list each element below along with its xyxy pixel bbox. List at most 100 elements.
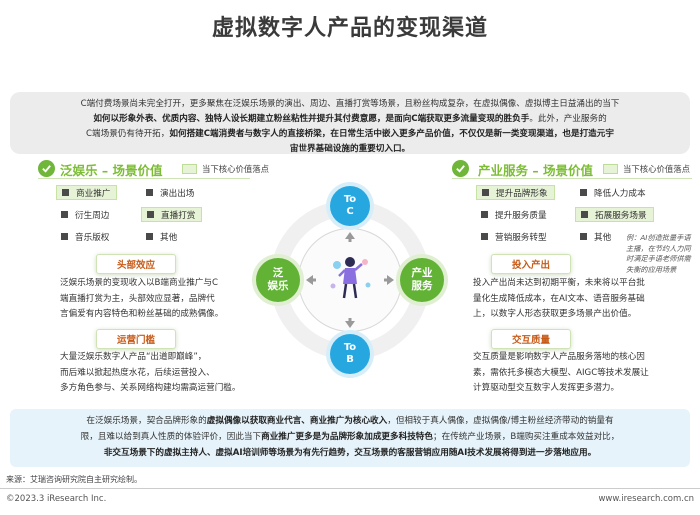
left-item: 其他	[146, 229, 177, 244]
right-item: 降低人力成本	[580, 185, 646, 200]
right-paragraph-2: 交互质量是影响数字人产品服务落地的核心因 素，需依托多模态大模型、AIGC等技术…	[473, 350, 693, 397]
right-item-label: 降低人力成本	[594, 188, 646, 199]
summary-text: 限，且难以给到真人性质的体验评价，因此当下	[80, 432, 262, 442]
footer-divider	[0, 488, 700, 489]
tag-input-output: 投入产出	[491, 254, 571, 274]
right-item: 提升品牌形象	[476, 185, 555, 200]
note-line: 失衡的应用场景	[626, 264, 677, 274]
right-item: 营销服务转型	[481, 229, 547, 244]
para-line: 言偏爱有内容特色和粉丝基础的成熟偶像。	[60, 309, 224, 319]
page-title: 虚拟数字人产品的变现渠道	[211, 16, 488, 41]
check-circle-icon	[452, 160, 469, 177]
divider	[38, 178, 250, 179]
intro-text-1: C端付费场景尚未完全打开，更多聚焦在泛娱乐场景的演出、周边、直播打赏等场景，且粉…	[80, 99, 620, 109]
intro-text-3-bold: 如何搭建C端消费者与数字人的直接桥梁，在日常生活中嵌入更多产品价值，不仅仅是新一…	[169, 129, 614, 139]
left-paragraph-1: 泛娱乐场景的变现收入以B端商业推广与C 端直播打赏为主，头部效应显著，品牌代 言…	[60, 276, 260, 323]
source-note: 来源：艾瑞咨询研究院自主研究绘制。	[6, 475, 142, 484]
left-item-label: 直播打赏	[161, 210, 196, 221]
para-line: 多方角色参与、关系网络构建均需高运营门槛。	[60, 383, 241, 393]
summary-text: 在泛娱乐场景，契合品牌形象的	[86, 416, 207, 426]
bullet-icon	[61, 233, 68, 240]
bullet-icon	[146, 189, 153, 196]
note-line: 时满足手语老师供需	[626, 254, 691, 263]
divider	[452, 178, 692, 179]
to-b-label-2: B	[346, 354, 354, 365]
bullet-icon	[62, 189, 69, 196]
ind-label-2: 服务	[411, 280, 433, 292]
para-line: 投入产出尚未达到初期平衡，未来将以平台批	[473, 278, 645, 288]
bullet-icon	[481, 211, 488, 218]
ind-label-1: 产业	[411, 267, 433, 279]
para-line: 上，以数字人形态获取更多场景产出价值。	[473, 309, 637, 319]
intro-text-3: C端场景仍有待开拓，	[86, 129, 170, 139]
intro-box: C端付费场景尚未完全打开，更多聚焦在泛娱乐场景的演出、周边、直播打赏等场景，且粉…	[10, 92, 690, 154]
ent-label-1: 泛	[272, 267, 284, 279]
left-legend: 当下核心价值落点	[182, 163, 269, 175]
arrow-down-icon	[345, 318, 355, 328]
entertainment-circle: 泛娱乐	[256, 258, 300, 302]
bullet-icon	[147, 211, 154, 218]
bullet-icon	[580, 233, 587, 240]
right-item: 其他	[580, 229, 611, 244]
summary-bold: 非交互场景下的虚拟主持人、虚拟AI培训师等场景为有先行趋势，交互场景的客服营销应…	[103, 448, 597, 458]
summary-bold: 商业推广更多是为品牌形象加成更多科技特色	[261, 432, 433, 442]
arrow-left-icon	[306, 275, 316, 285]
left-item-label: 衍生周边	[75, 210, 110, 221]
to-c-label-2: C	[346, 206, 354, 217]
left-legend-label: 当下核心价值落点	[202, 164, 269, 174]
example-note: 例：AI创造批量手语 主播，在节约人力同 时满足手语老师供需 失衡的应用场景	[626, 233, 696, 275]
para-line: 素，需依托多模态大模型、AIGC等技术发展让	[473, 367, 649, 378]
industry-circle: 产业服务	[400, 258, 444, 302]
right-item: 提升服务质量	[481, 207, 547, 222]
right-item: 拓展服务场景	[575, 207, 654, 222]
legend-swatch	[603, 164, 618, 174]
right-item-label: 提升品牌形象	[496, 188, 548, 199]
bullet-icon	[481, 233, 488, 240]
left-item: 音乐版权	[61, 229, 109, 244]
right-section-header: 产业服务 – 场景价值	[478, 160, 593, 179]
bullet-icon	[146, 233, 153, 240]
summary-bold: 虚拟偶像以获取商业代言、商业推广为核心收入	[206, 416, 388, 426]
left-item-label: 商业推广	[76, 188, 111, 199]
para-line: 量化生成降低成本，在AI文本、语音服务基础	[473, 293, 645, 304]
left-item-label: 演出出场	[160, 188, 195, 199]
left-item: 演出出场	[146, 185, 194, 200]
para-line: 交互质量是影响数字人产品服务落地的核心因	[473, 352, 645, 362]
to-b-label-1: To	[343, 342, 357, 353]
left-item: 直播打赏	[141, 207, 203, 222]
para-line: 而后难以掀起热度水花，后续运营投入、	[60, 367, 215, 378]
intro-text-2-rest: 。此外，产业服务的	[529, 114, 607, 124]
tag-head-effect: 头部效应	[96, 254, 176, 274]
para-line: 计算驱动型交互数字人发挥更多潜力。	[473, 383, 620, 393]
left-item: 衍生周边	[61, 207, 109, 222]
right-item-label: 营销服务转型	[495, 232, 547, 243]
left-item-label: 其他	[160, 232, 178, 243]
para-line: 端直播打赏为主，头部效应显著，品牌代	[60, 293, 215, 304]
intro-text-4-bold: 宙世界基础设施的重要切入口。	[289, 144, 411, 154]
right-paragraph-1: 投入产出尚未达到初期平衡，未来将以平台批 量化生成降低成本，在AI文本、语音服务…	[473, 276, 693, 323]
tag-interaction-quality: 交互质量	[491, 329, 571, 349]
copyright: ©2023.3 iResearch Inc.	[6, 494, 107, 504]
note-line: 主播，在节约人力同	[626, 243, 691, 253]
left-section-header: 泛娱乐 – 场景价值	[60, 160, 162, 179]
bullet-icon	[580, 189, 587, 196]
right-item-label: 其他	[594, 232, 612, 243]
virtual-human-illustration-icon	[330, 257, 371, 299]
intro-text-2-bold: 如何以形象外表、优质内容、独特人设长期建立粉丝粘性并提升其付费意愿，是面向C端获…	[93, 114, 530, 124]
para-line: 大量泛娱乐数字人产品“出道即巅峰”，	[60, 352, 207, 362]
check-circle-icon	[38, 160, 55, 177]
right-item-label: 拓展服务场景	[595, 210, 647, 221]
left-section-title: 泛娱乐 – 场景价值	[60, 163, 163, 178]
para-line: 泛娱乐场景的变现收入以B端商业推广与C	[60, 278, 218, 288]
left-item-label: 音乐版权	[75, 232, 110, 243]
left-item: 商业推广	[56, 185, 118, 200]
right-legend: 当下核心价值落点	[603, 163, 690, 175]
website-link[interactable]: www.iresearch.com.cn	[598, 494, 694, 504]
to-c-label-1: To	[343, 194, 357, 205]
summary-text: ，但相较于真人偶像，虚拟偶像/博主粉丝经济带动的销量有	[387, 416, 614, 426]
bullet-icon	[581, 211, 588, 218]
bullet-icon	[61, 211, 68, 218]
ent-label-2: 娱乐	[267, 280, 289, 292]
